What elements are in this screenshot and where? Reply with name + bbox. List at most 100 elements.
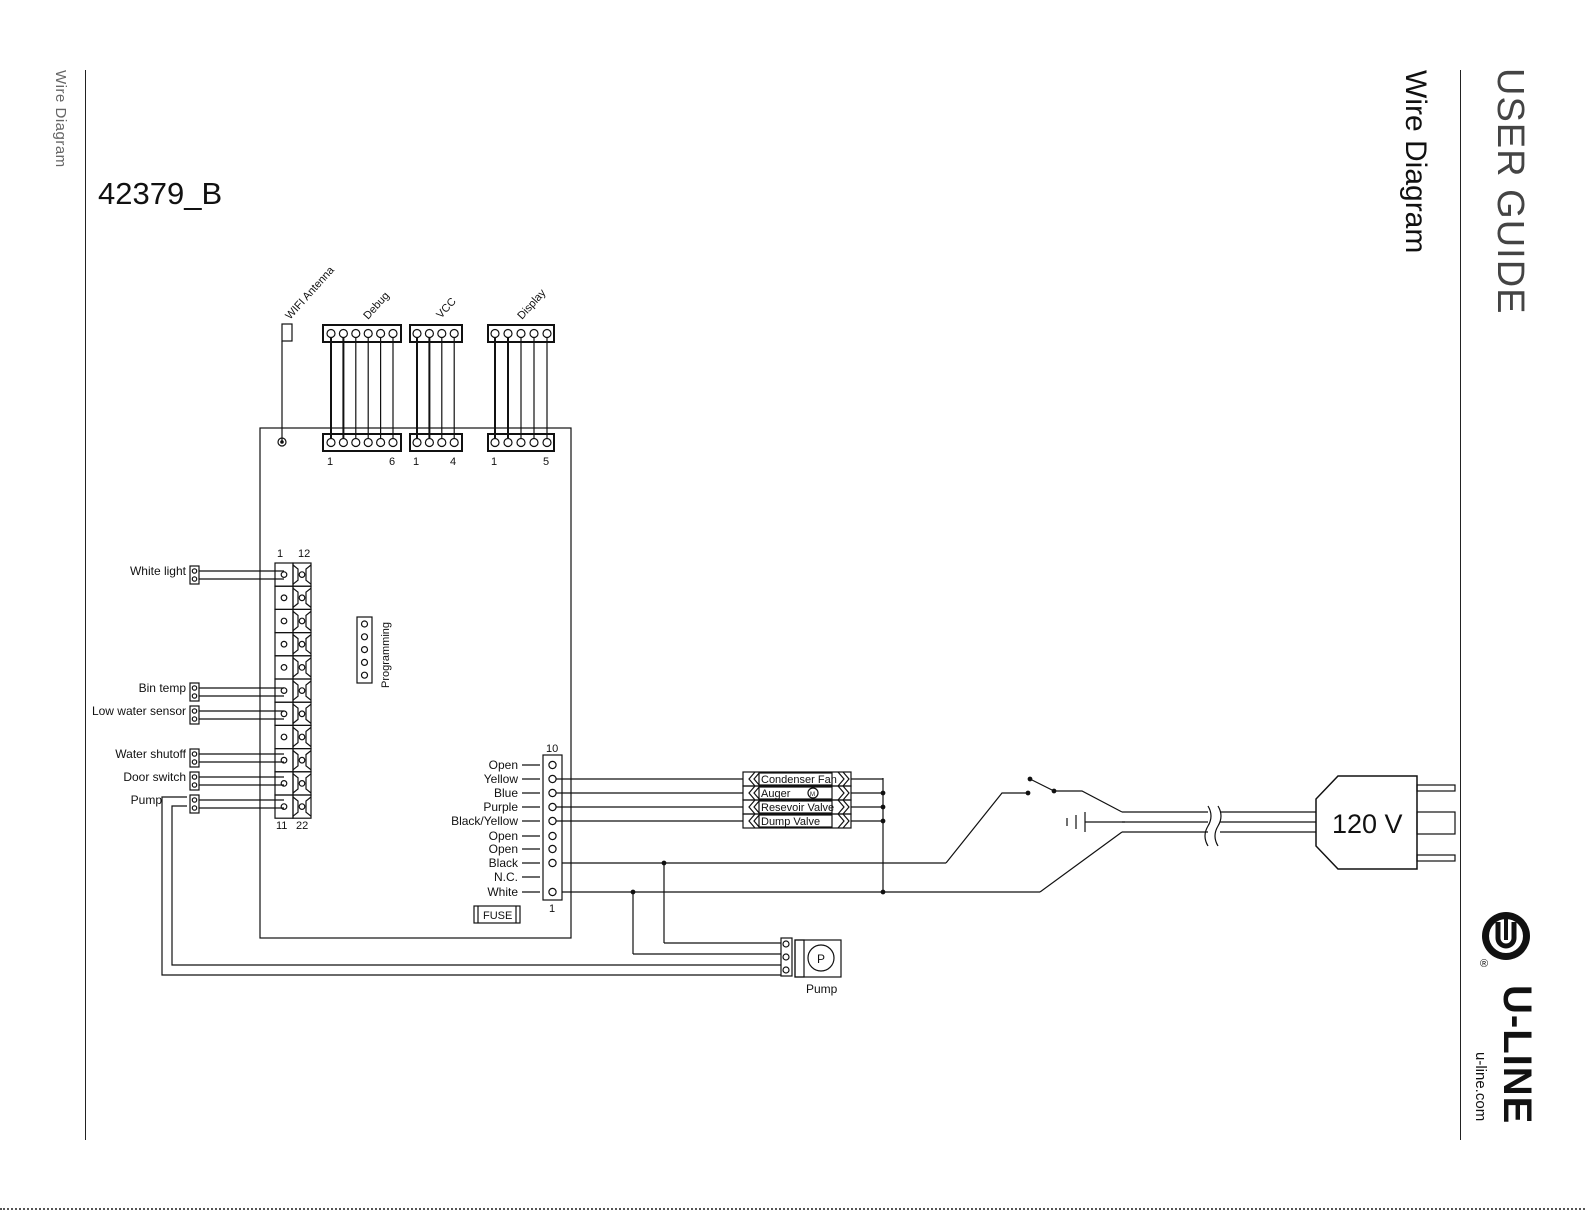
header-pin-number: 1 bbox=[491, 456, 497, 468]
left-block-pin bbox=[298, 617, 306, 625]
device-connector-pin bbox=[191, 797, 198, 803]
load-connector-latch bbox=[837, 785, 850, 801]
header-pin-number: 6 bbox=[389, 456, 395, 468]
left-block-pin bbox=[280, 780, 288, 787]
vcc-pin-bottom bbox=[424, 437, 434, 448]
left-block-number: 12 bbox=[298, 548, 310, 560]
programming-pin bbox=[360, 620, 369, 628]
right-terminal-label: N.C. bbox=[494, 870, 518, 884]
left-block-pin bbox=[280, 687, 288, 694]
fuse-block bbox=[473, 905, 521, 924]
vcc-pin-bottom bbox=[437, 437, 447, 448]
device-connector-pin bbox=[191, 685, 198, 691]
left-block-cell bbox=[274, 771, 294, 796]
left-block-latch bbox=[292, 750, 299, 771]
device-connector-pin bbox=[191, 716, 198, 722]
u-line-logo-icon bbox=[1482, 912, 1530, 960]
pump-symbol: P bbox=[817, 952, 825, 966]
left-block-latch bbox=[305, 564, 312, 585]
right-block-number: 10 bbox=[546, 743, 558, 755]
right-margin-rule bbox=[1460, 70, 1461, 1140]
load-label: Resevoir Valve bbox=[761, 802, 834, 814]
left-block-pin bbox=[280, 571, 288, 578]
header-pin-number: 5 bbox=[543, 456, 549, 468]
left-terminal-block bbox=[274, 562, 312, 819]
device-connector bbox=[189, 565, 200, 585]
left-block-cell bbox=[274, 585, 294, 611]
control-board bbox=[259, 427, 572, 939]
device-connector-pin bbox=[191, 708, 198, 714]
header-pin-number: 1 bbox=[413, 456, 419, 468]
right-terminal-label: Open bbox=[489, 829, 518, 843]
right-terminal-label: Black/Yellow bbox=[451, 814, 518, 828]
left-block-latch bbox=[305, 634, 312, 655]
right-terminal-label: Open bbox=[489, 758, 518, 772]
left-block-pin bbox=[298, 664, 306, 671]
load-connector-latch bbox=[837, 799, 850, 815]
debug-connector bbox=[322, 324, 402, 452]
document-id: 42379_B bbox=[98, 176, 223, 211]
left-block-cell bbox=[274, 678, 294, 703]
left-block-pin bbox=[280, 803, 288, 810]
vcc-pin-top bbox=[424, 328, 434, 339]
pump-connector bbox=[780, 937, 793, 977]
left-block-pin bbox=[298, 640, 306, 648]
device-connector-pin bbox=[191, 805, 198, 811]
right-terminal-pin bbox=[548, 887, 557, 897]
device-connector bbox=[189, 705, 200, 725]
left-block-pin bbox=[298, 803, 306, 810]
device-connector-pin bbox=[191, 576, 198, 582]
left-block-pin bbox=[298, 733, 306, 741]
plug-voltage-label: 120 V bbox=[1332, 809, 1403, 839]
power-plug bbox=[1315, 775, 1418, 870]
debug-pin-top bbox=[388, 328, 398, 339]
left-block-number: 11 bbox=[276, 820, 287, 832]
right-terminal-block bbox=[542, 754, 563, 901]
left-block-cell bbox=[274, 724, 294, 750]
programming-pin bbox=[360, 671, 369, 679]
left-block-latch bbox=[292, 634, 299, 655]
load-connector-latch bbox=[748, 771, 761, 787]
auger-motor-symbol: M bbox=[810, 792, 815, 798]
load-body bbox=[758, 786, 833, 800]
programming-label: Programming bbox=[380, 622, 392, 688]
left-block-cell bbox=[274, 631, 294, 657]
fuse-label: FUSE bbox=[483, 910, 512, 922]
left-block-cell bbox=[274, 608, 294, 634]
left-block-pin bbox=[298, 780, 306, 787]
left-block-pin bbox=[298, 687, 306, 694]
left-block-pin bbox=[298, 710, 306, 718]
device-connector bbox=[189, 682, 200, 702]
left-block-pin bbox=[298, 756, 306, 764]
left-block-cell bbox=[274, 562, 294, 587]
section-title: Wire Diagram bbox=[1399, 70, 1432, 254]
vcc-pin-bottom bbox=[449, 437, 459, 448]
load-connector-latch bbox=[748, 799, 761, 815]
display-pin-bottom bbox=[542, 437, 552, 448]
debug-pin-top bbox=[338, 328, 348, 339]
vcc-pin-top bbox=[449, 328, 459, 339]
device-connector-pin bbox=[191, 782, 198, 788]
load-connector-latch bbox=[748, 813, 761, 829]
load-label: Dump Valve bbox=[761, 816, 820, 828]
debug-pin-top bbox=[351, 328, 361, 339]
device-connector-pin bbox=[191, 693, 198, 699]
device-label: Low water sensor bbox=[92, 704, 186, 718]
device-label: Bin temp bbox=[139, 681, 187, 695]
device-connector-pin bbox=[191, 759, 198, 765]
left-margin-rule bbox=[85, 70, 86, 1140]
debug-pin-bottom bbox=[388, 437, 398, 448]
left-block-cell bbox=[274, 701, 294, 727]
left-block-pin bbox=[280, 640, 288, 648]
load-connector-latch bbox=[837, 771, 850, 787]
left-block-latch bbox=[292, 587, 299, 608]
vcc-connector bbox=[409, 324, 463, 452]
left-block-latch bbox=[305, 587, 312, 608]
pump-label: Pump bbox=[806, 982, 838, 996]
load-label: Auger bbox=[761, 788, 791, 800]
debug-pin-top bbox=[363, 328, 373, 339]
right-terminal-pin bbox=[548, 774, 557, 784]
programming-header bbox=[356, 616, 373, 684]
left-block-cell bbox=[292, 794, 312, 819]
display-pin-top bbox=[516, 328, 526, 339]
